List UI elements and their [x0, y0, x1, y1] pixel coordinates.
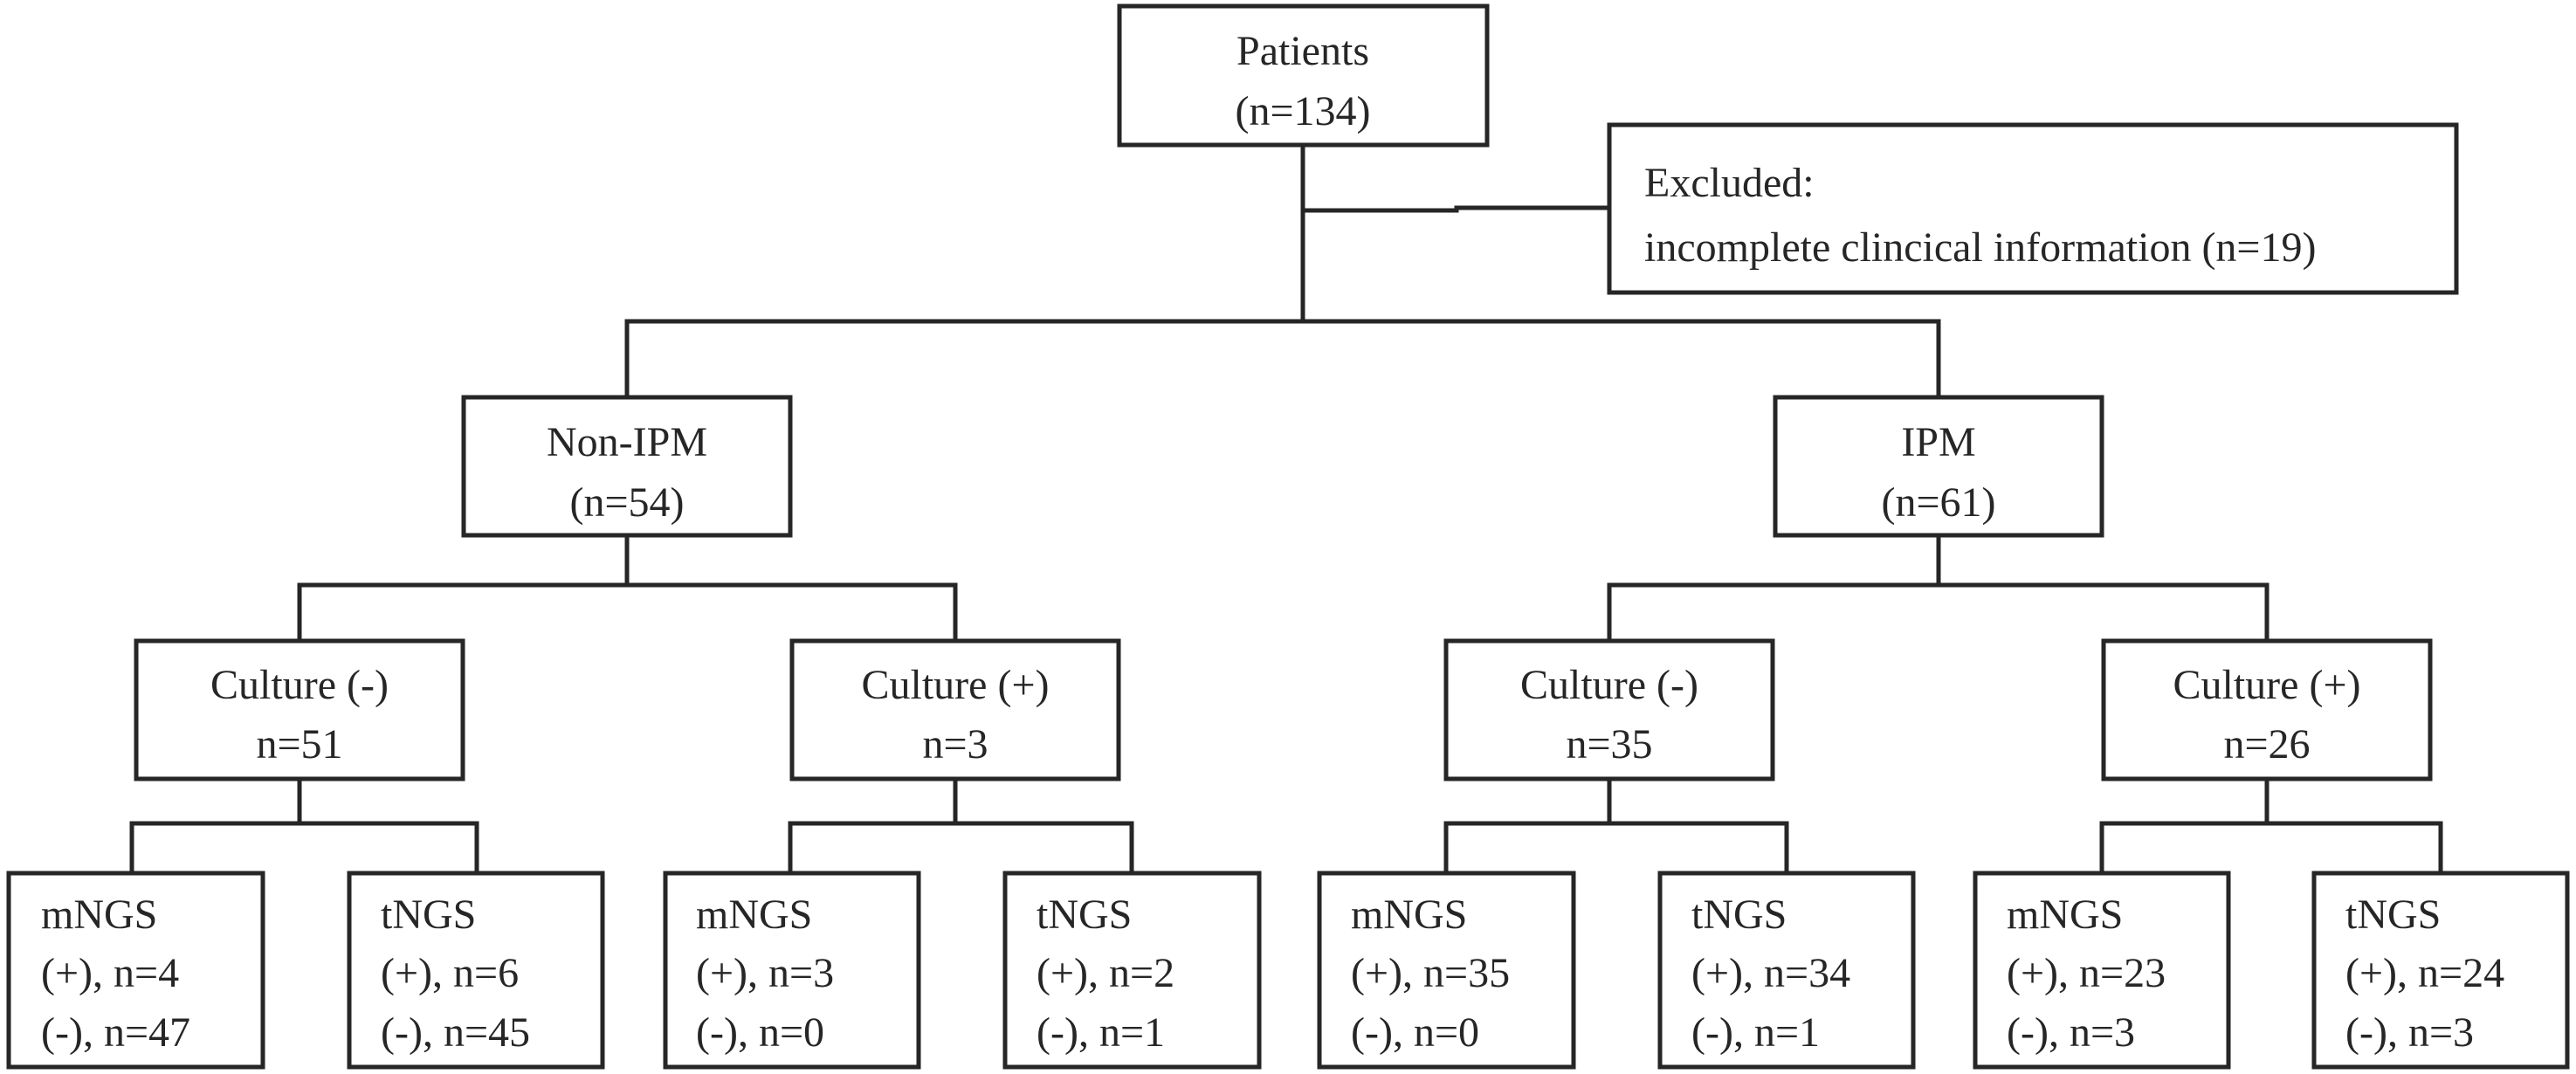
culture-title: Culture (+) — [861, 662, 1049, 708]
non-ipm-title: Non-IPM — [547, 419, 707, 465]
test-box-6: tNGS (+), n=34 (-), n=1 — [1657, 871, 1916, 1070]
test-box-5: mNGS (+), n=35 (-), n=0 — [1317, 871, 1576, 1070]
test-method: mNGS — [696, 892, 812, 938]
culture-title: Culture (+) — [2173, 662, 2360, 708]
test-positive: (+), n=35 — [1351, 950, 1510, 996]
test-box-7: mNGS (+), n=23 (-), n=3 — [1973, 871, 2231, 1070]
test-negative: (-), n=1 — [1691, 1009, 1820, 1056]
culture-box-4: Culture (+) n=26 — [2101, 638, 2433, 781]
test-negative: (-), n=3 — [2345, 1009, 2474, 1056]
culture-box-2: Culture (+) n=3 — [789, 638, 1121, 781]
test-method: mNGS — [2007, 892, 2123, 938]
patients-title: Patients — [1236, 28, 1369, 74]
culture-title: Culture (-) — [1520, 662, 1698, 708]
group-split-connector — [624, 319, 1941, 400]
excluded-reason: incomplete clincical information (n=19) — [1644, 224, 2316, 271]
patients-box: Patients (n=134) — [1117, 3, 1490, 148]
test-method: tNGS — [381, 892, 476, 938]
test-negative: (-), n=45 — [381, 1009, 530, 1056]
ipm-box: IPM (n=61) — [1773, 395, 2104, 538]
test-method: tNGS — [1691, 892, 1787, 938]
test-negative: (-), n=1 — [1037, 1009, 1165, 1056]
culture-2-split-connector — [788, 776, 1134, 876]
ipm-count: (n=61) — [1881, 479, 1995, 526]
ipm-title: IPM — [1901, 419, 1975, 465]
test-negative: (-), n=0 — [1351, 1009, 1479, 1056]
test-box-4: tNGS (+), n=2 (-), n=1 — [1002, 871, 1262, 1070]
test-positive: (+), n=6 — [381, 950, 519, 996]
test-positive: (+), n=2 — [1037, 950, 1174, 996]
test-method: mNGS — [41, 892, 157, 938]
culture-1-split-connector — [129, 776, 479, 876]
test-positive: (+), n=23 — [2007, 950, 2166, 996]
culture-count: n=35 — [1566, 721, 1652, 768]
patients-count: (n=134) — [1235, 88, 1370, 134]
test-positive: (+), n=3 — [696, 950, 834, 996]
non-ipm-box: Non-IPM (n=54) — [461, 395, 793, 538]
excluded-title: Excluded: — [1644, 160, 1815, 206]
test-positive: (+), n=4 — [41, 950, 179, 996]
non-ipm-count: (n=54) — [569, 479, 684, 526]
test-negative: (-), n=0 — [696, 1009, 824, 1056]
connectors — [129, 142, 2443, 876]
test-box-3: mNGS (+), n=3 (-), n=0 — [663, 871, 921, 1070]
culture-count: n=51 — [256, 721, 342, 768]
excluded-box: Excluded: incomplete clincical informati… — [1607, 122, 2459, 295]
culture-3-split-connector — [1443, 776, 1789, 876]
ipm-split-connector — [1607, 533, 2269, 644]
test-negative: (-), n=3 — [2007, 1009, 2135, 1056]
test-method: tNGS — [2345, 892, 2441, 938]
test-positive: (+), n=34 — [1691, 950, 1850, 996]
test-box-1: mNGS (+), n=4 (-), n=47 — [6, 871, 265, 1070]
culture-box-1: Culture (-) n=51 — [134, 638, 465, 781]
test-positive: (+), n=24 — [2345, 950, 2504, 996]
test-method: mNGS — [1351, 892, 1467, 938]
culture-4-split-connector — [2099, 776, 2443, 876]
non-ipm-split-connector — [297, 533, 958, 644]
test-box-2: tNGS (+), n=6 (-), n=45 — [347, 871, 605, 1070]
culture-count: n=26 — [2223, 721, 2310, 768]
test-negative: (-), n=47 — [41, 1009, 190, 1056]
test-box-8: tNGS (+), n=24 (-), n=3 — [2311, 871, 2570, 1070]
excluded-connector — [1300, 205, 1612, 213]
culture-count: n=3 — [922, 721, 988, 768]
culture-title: Culture (-) — [210, 662, 389, 708]
culture-box-3: Culture (-) n=35 — [1443, 638, 1775, 781]
test-method: tNGS — [1037, 892, 1132, 938]
